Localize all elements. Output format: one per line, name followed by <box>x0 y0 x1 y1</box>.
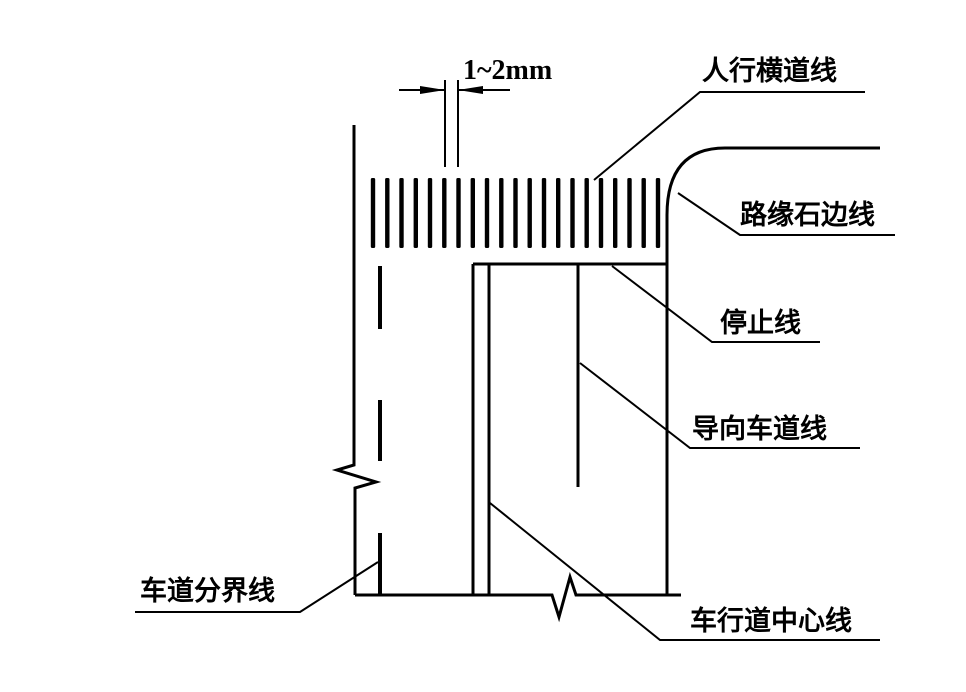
crosswalk-bar <box>541 178 547 248</box>
crosswalk-bar <box>641 178 646 248</box>
crosswalk-bar <box>484 178 490 248</box>
label-guide-lane: 导向车道线 <box>692 413 827 445</box>
crosswalk-bar <box>442 178 447 248</box>
curb-line <box>665 146 880 595</box>
crosswalk-bar <box>584 178 589 248</box>
crosswalk-bar <box>598 178 604 248</box>
label-crosswalk: 人行横道线 <box>702 55 837 87</box>
crosswalk-bar <box>499 178 504 248</box>
crosswalk-bar <box>513 178 518 248</box>
dimension-text: 1~2mm <box>463 55 552 86</box>
crosswalk-bar <box>470 178 475 248</box>
crosswalk-bar <box>427 178 433 248</box>
left-road-edge <box>331 125 382 595</box>
dimension-marker <box>399 80 510 167</box>
label-curb: 路缘石边线 <box>740 199 875 231</box>
crosswalk-bar <box>556 178 561 248</box>
bottom-break-line <box>355 571 681 623</box>
crosswalk-bar <box>413 178 418 248</box>
label-stop-line: 停止线 <box>720 307 801 339</box>
crosswalk-bar <box>655 178 661 248</box>
crosswalk-bars <box>370 178 661 248</box>
label-lane-divider: 车道分界线 <box>140 575 275 607</box>
label-center-line: 车行道中心线 <box>690 605 852 637</box>
crosswalk-bar <box>370 178 376 248</box>
crosswalk-bar <box>399 178 404 248</box>
leader-lines <box>135 91 895 641</box>
crosswalk-bar <box>456 178 461 248</box>
crosswalk-bar <box>570 178 575 248</box>
crosswalk-bar <box>627 178 632 248</box>
crosswalk-bar <box>385 178 390 248</box>
crosswalk-bar <box>527 178 532 248</box>
crosswalk-bar <box>613 178 618 248</box>
